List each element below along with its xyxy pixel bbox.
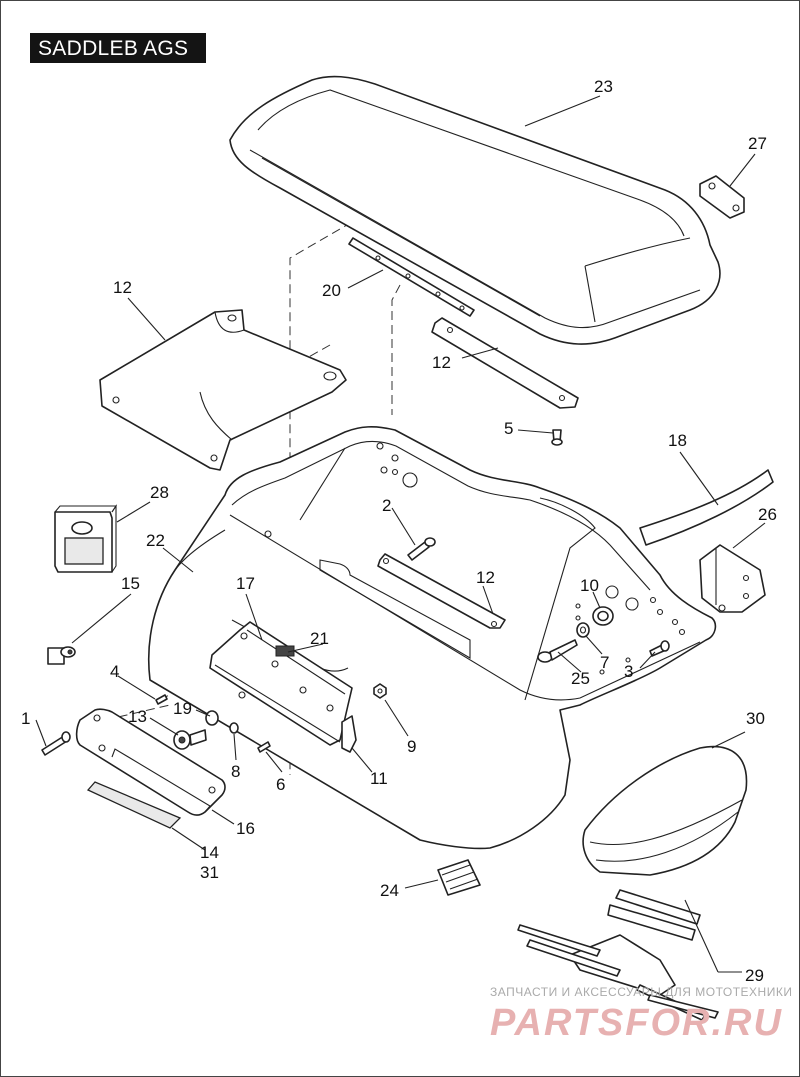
latch-assembly	[209, 621, 353, 746]
screw-5	[551, 429, 563, 446]
lid-bracket	[699, 175, 745, 219]
callout-9: 9	[407, 737, 416, 756]
screw-6	[257, 741, 271, 753]
screw-4	[155, 694, 168, 705]
callout-31: 31	[200, 863, 219, 882]
callout-11: 11	[370, 769, 388, 788]
hinge-strip	[348, 237, 475, 317]
spring	[437, 859, 481, 896]
callout-21: 21	[310, 629, 329, 648]
watermark-brand: PARTSFOR.RU	[490, 1002, 783, 1044]
mounting-bracket	[699, 544, 766, 613]
lock-parts	[173, 710, 219, 750]
callout-14: 14	[200, 843, 219, 862]
callout-1: 1	[21, 709, 30, 728]
callout-26: 26	[758, 505, 777, 524]
washer-7	[576, 622, 590, 638]
callout-29: 29	[745, 966, 764, 985]
grommet-10	[592, 606, 614, 626]
callout-28: 28	[150, 483, 169, 502]
nut-9	[373, 683, 387, 699]
callout-23: 23	[594, 77, 613, 96]
callout-19: 19	[173, 699, 192, 718]
warning-label	[86, 781, 182, 829]
callout-25: 25	[571, 669, 590, 688]
callout-6: 6	[276, 775, 285, 794]
callout-17: 17	[236, 574, 255, 593]
callout-8: 8	[231, 762, 240, 781]
trim-strip	[639, 469, 774, 546]
saddlebag-lid	[229, 75, 721, 345]
callout-labels: 23 27 20 12 12 5 18 28 2 26 22 12 15 17 …	[21, 77, 777, 985]
page-title: SADDLEB AGS	[38, 37, 189, 60]
callout-30: 30	[746, 709, 765, 728]
callout-12-middle: 12	[432, 353, 451, 372]
lock-cylinder	[47, 646, 76, 665]
storage-pouch	[582, 745, 748, 876]
medallion-badge	[54, 504, 118, 573]
watermark: ЗАПЧАСТИ И АКСЕССУАРЫ ДЛЯ МОТОТЕХНИКИ PA…	[490, 985, 792, 1044]
callout-12-lower: 12	[476, 568, 495, 587]
callout-5: 5	[504, 419, 513, 438]
body-strap	[377, 553, 506, 629]
tool-kit	[517, 889, 719, 1021]
callout-20: 20	[322, 281, 341, 300]
quick-release-pin	[537, 639, 578, 663]
callout-22: 22	[146, 531, 165, 550]
latch-cover	[75, 708, 226, 816]
lid-liner-strap	[99, 309, 347, 471]
latch-lever	[341, 715, 357, 753]
bolt-1	[41, 731, 71, 756]
callout-leaders	[35, 95, 766, 973]
callout-18: 18	[668, 431, 687, 450]
watermark-tagline: ЗАПЧАСТИ И АКСЕССУАРЫ ДЛЯ МОТОТЕХНИКИ	[490, 985, 792, 999]
callout-24: 24	[380, 881, 399, 900]
callout-10: 10	[580, 576, 599, 595]
callout-3: 3	[624, 662, 633, 681]
callout-2: 2	[382, 496, 391, 515]
screw-2	[407, 537, 436, 561]
callout-13: 13	[128, 707, 147, 726]
callout-12-upper: 12	[113, 278, 132, 297]
washer-8	[229, 722, 239, 734]
callout-7: 7	[600, 653, 609, 672]
callout-15: 15	[121, 574, 140, 593]
lid-limiter-strap	[431, 317, 579, 409]
title-banner	[30, 33, 206, 63]
callout-16: 16	[236, 819, 255, 838]
callout-4: 4	[110, 662, 119, 681]
callout-27: 27	[748, 134, 767, 153]
